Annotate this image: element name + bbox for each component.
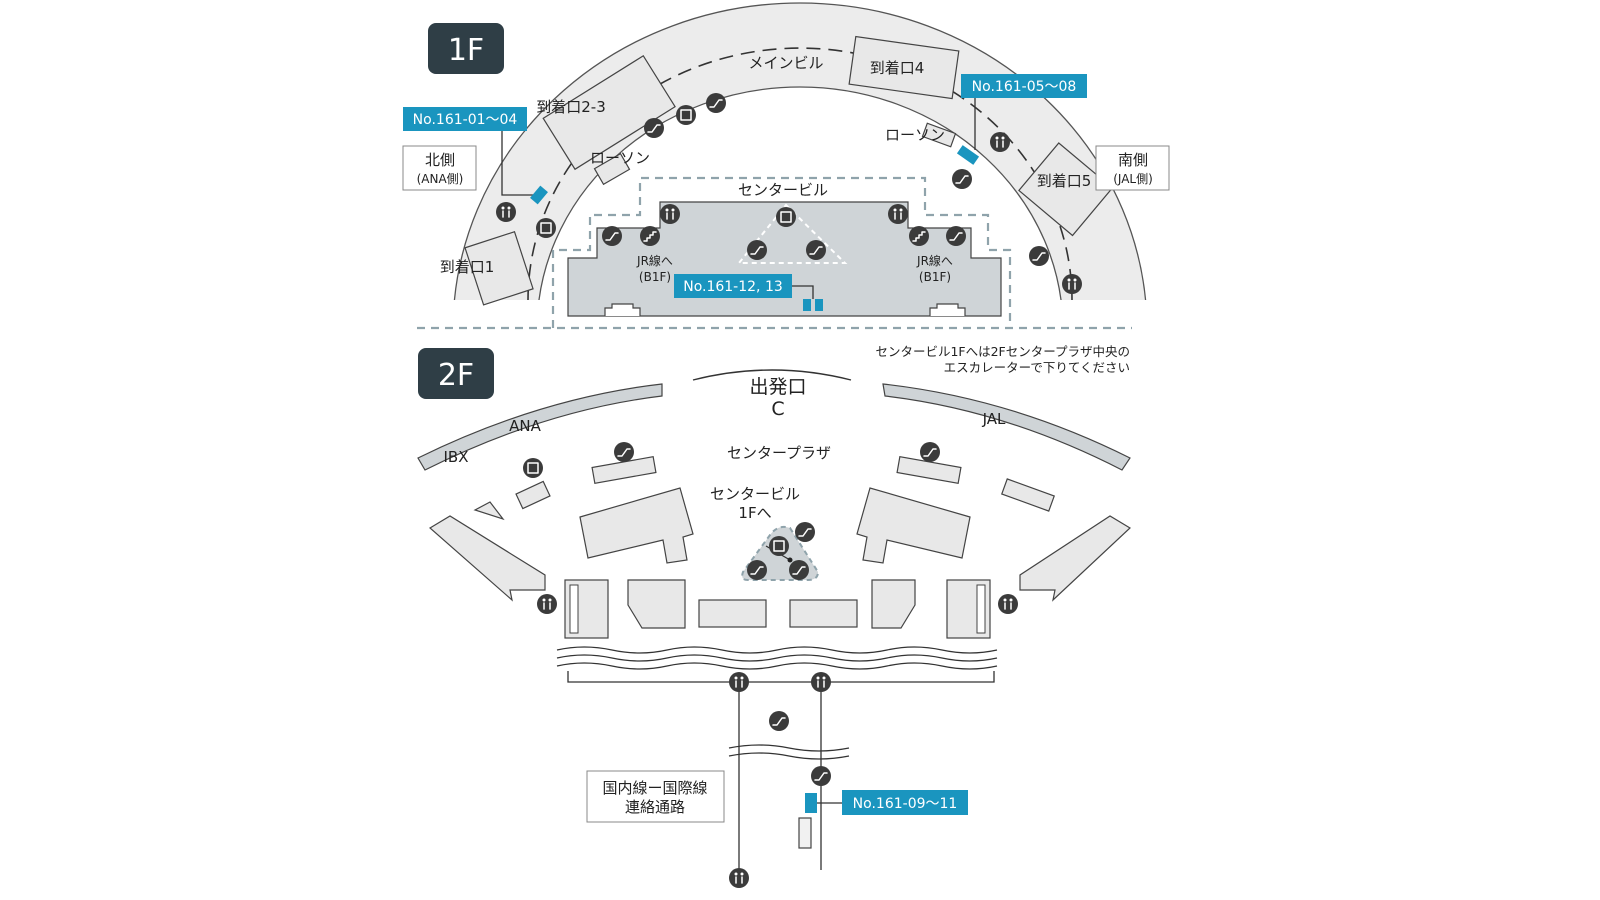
escalator-icon bbox=[1029, 246, 1049, 266]
center-to1f-label: センタービル bbox=[710, 485, 800, 503]
escalator-icon bbox=[789, 560, 809, 580]
restroom-icon bbox=[537, 594, 557, 614]
lawson-right-label: ローソン bbox=[885, 126, 945, 144]
elevator-icon bbox=[676, 105, 696, 125]
corridor-box: 国内線ー国際線 連絡通路 bbox=[586, 770, 725, 823]
ana-counter-band bbox=[417, 383, 663, 471]
elevator-icon bbox=[536, 218, 556, 238]
floor-2f-label: 2F bbox=[438, 358, 474, 393]
restroom-icon bbox=[496, 202, 516, 222]
escalator-icon bbox=[946, 226, 966, 246]
restroom-icon bbox=[660, 204, 680, 224]
entrances-1f bbox=[604, 303, 966, 316]
jr-left-floor: (B1F) bbox=[639, 270, 671, 284]
stairs-icon bbox=[909, 226, 929, 246]
stairs-icon bbox=[640, 226, 660, 246]
jal-counter-band bbox=[882, 383, 1131, 471]
arrival-23-label: 到着口2-3 bbox=[536, 98, 606, 116]
floor-1f: 1F メインビル 到着口 bbox=[402, 2, 1170, 330]
jal-label: JAL bbox=[982, 410, 1006, 428]
escalator-icon bbox=[614, 442, 634, 462]
center-building-outline bbox=[551, 176, 1012, 328]
tag-161-12-13: No.161-12, 13 bbox=[674, 274, 823, 311]
plaza-block-right bbox=[856, 487, 971, 564]
floor-badge-1f: 1F bbox=[428, 23, 504, 74]
tag-161-05-08: No.161-05〜08 bbox=[956, 74, 1087, 165]
tag-161-05-08-label: No.161-05〜08 bbox=[972, 79, 1077, 95]
jr-right-floor: (B1F) bbox=[919, 270, 951, 284]
escalator-icon bbox=[795, 522, 815, 542]
building-arrival-5 bbox=[1018, 142, 1114, 237]
restroom-icon bbox=[990, 132, 1010, 152]
note-line-1: センタービル1Fへは2Fセンタープラザ中央の bbox=[875, 344, 1130, 359]
north-side-box: 北側 (ANA側) bbox=[402, 145, 477, 191]
building-arrival-1 bbox=[464, 230, 534, 306]
escalator-icon bbox=[747, 240, 767, 260]
departure-gate-c: C bbox=[771, 398, 784, 420]
center-escalator-area bbox=[736, 203, 848, 264]
escalator-icon bbox=[644, 118, 664, 138]
elevator-icon bbox=[523, 458, 543, 478]
floor-2f: 2F センタービル1Fへは2Fセンタープラザ中央の エスカレーターで下りてくださ… bbox=[417, 344, 1131, 888]
corridor-sub: 連絡通路 bbox=[625, 798, 685, 816]
departure-label: 出発口 bbox=[749, 376, 806, 398]
tag-161-09-11: No.161-09〜11 bbox=[805, 790, 968, 815]
corridor-kiosk bbox=[798, 817, 812, 849]
escalator-icon bbox=[706, 93, 726, 113]
main-building-label: メインビル bbox=[748, 54, 823, 72]
lower-blocks bbox=[564, 579, 991, 639]
lawson-left-shop bbox=[593, 152, 631, 186]
floor-1f-label: 1F bbox=[448, 33, 484, 68]
center-building-label: センタービル bbox=[738, 181, 828, 199]
building-arrival-4 bbox=[848, 35, 960, 100]
lawson-right-shop bbox=[921, 122, 957, 148]
tag-161-12-13-label: No.161-12, 13 bbox=[683, 279, 783, 295]
north-side-label: 北側 bbox=[425, 151, 455, 169]
tag-161-01-04-label: No.161-01〜04 bbox=[413, 112, 518, 128]
restroom-icon bbox=[888, 204, 908, 224]
south-side-label: 南側 bbox=[1118, 151, 1148, 169]
wing-right bbox=[1019, 515, 1131, 602]
south-side-box: 南側 (JAL側) bbox=[1095, 145, 1170, 191]
floor-badge-2f: 2F bbox=[418, 348, 494, 399]
ibx-label: IBX bbox=[444, 448, 469, 466]
tag-161-01-04: No.161-01〜04 bbox=[403, 107, 548, 205]
wing-left bbox=[428, 515, 546, 602]
escalator-icon bbox=[769, 711, 789, 731]
escalator-icon bbox=[811, 766, 831, 786]
restroom-icon bbox=[729, 672, 749, 692]
escalator-icon bbox=[602, 226, 622, 246]
departure-c-arc bbox=[692, 369, 852, 381]
arrival-1-label: 到着口1 bbox=[440, 258, 495, 276]
restroom-icon bbox=[811, 672, 831, 692]
escalator-icon bbox=[806, 240, 826, 260]
lawson-left-label: ローソン bbox=[590, 149, 650, 167]
note-line-2: エスカレーターで下りてください bbox=[944, 360, 1130, 375]
restroom-icon bbox=[998, 594, 1018, 614]
elevator-icon bbox=[769, 536, 789, 556]
restroom-icon bbox=[1062, 274, 1082, 294]
escalator-icon bbox=[920, 442, 940, 462]
plaza-blocks bbox=[473, 456, 1055, 521]
ana-label: ANA bbox=[509, 417, 541, 435]
wave-lines bbox=[556, 646, 998, 760]
building-arrival-23 bbox=[542, 54, 676, 171]
escalator-icon bbox=[747, 560, 767, 580]
corridor-label: 国内線ー国際線 bbox=[602, 779, 707, 797]
south-side-sub: (JAL側) bbox=[1113, 172, 1153, 186]
center-plaza-label: センタープラザ bbox=[727, 444, 831, 462]
center-to1f-floor: 1Fへ bbox=[738, 504, 771, 522]
arc-buildings bbox=[464, 35, 1114, 306]
jr-right-label: JR線へ bbox=[916, 253, 953, 268]
north-side-sub: (ANA側) bbox=[417, 172, 464, 186]
restroom-icon bbox=[729, 868, 749, 888]
elevator-icon bbox=[776, 207, 796, 227]
plaza-block-left bbox=[579, 487, 694, 564]
jr-left-label: JR線へ bbox=[636, 253, 673, 268]
arrival-4-label: 到着口4 bbox=[870, 59, 925, 77]
tag-161-09-11-label: No.161-09〜11 bbox=[853, 796, 958, 812]
arrival-5-label: 到着口5 bbox=[1037, 172, 1092, 190]
escalator-icon bbox=[952, 169, 972, 189]
